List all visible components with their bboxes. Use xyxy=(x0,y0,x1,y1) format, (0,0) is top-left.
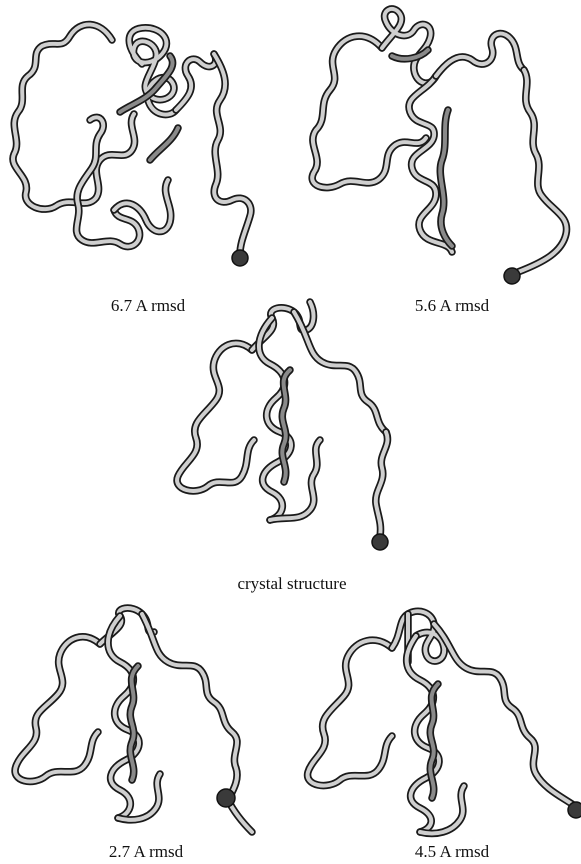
ribbon-trace-top-right xyxy=(308,5,571,285)
backbone-tube xyxy=(9,20,175,251)
helix-knot xyxy=(116,24,220,164)
ribbon-trace-top-left xyxy=(9,20,255,267)
structure-panel-top-left xyxy=(0,0,290,290)
ribbon-trace-bottom-left xyxy=(11,604,256,836)
structure-panel-top-right xyxy=(296,0,581,290)
ribbon-trace-center xyxy=(173,298,392,551)
caption-center: crystal structure xyxy=(237,574,347,593)
backbone-tube xyxy=(308,5,571,276)
backbone-tube xyxy=(173,298,392,540)
c-terminus-sphere xyxy=(216,788,236,808)
caption-bottom-right: 4.5 A rmsd xyxy=(414,842,490,861)
caption-top-right: 5.6 A rmsd xyxy=(414,296,490,315)
ribbon-trace-bottom-right xyxy=(303,607,581,838)
caption-top-left: 6.7 A rmsd xyxy=(110,296,186,315)
c-terminus-sphere xyxy=(231,249,249,267)
c-terminus-sphere xyxy=(567,801,581,819)
c-terminus-sphere xyxy=(503,267,521,285)
structure-panel-center xyxy=(160,290,420,580)
backbone-tube xyxy=(303,607,576,838)
c-terminal-tail xyxy=(210,50,255,258)
structure-panel-bottom-right xyxy=(300,600,581,840)
c-terminus-sphere xyxy=(371,533,389,551)
caption-bottom-left: 2.7 A rmsd xyxy=(108,842,184,861)
structure-panel-bottom-left xyxy=(0,600,290,840)
